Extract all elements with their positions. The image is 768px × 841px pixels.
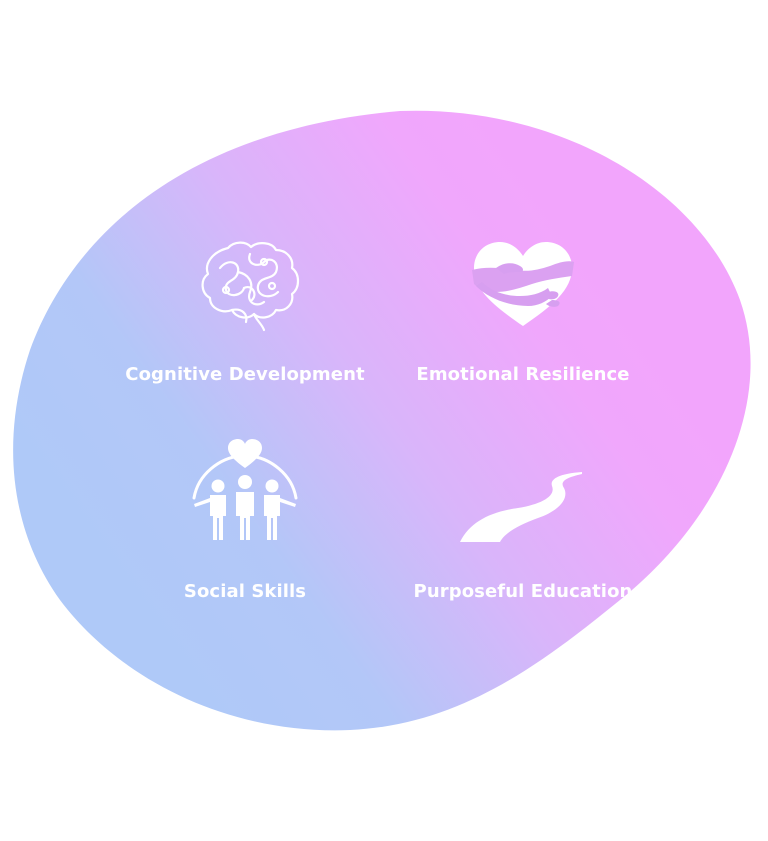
feature-label-emotional-resilience: Emotional Resilience (416, 364, 630, 385)
feature-label-cognitive-development: Cognitive Development (125, 364, 365, 385)
family-heart-icon (192, 439, 298, 540)
path-icon (460, 472, 582, 542)
feature-label-social-skills: Social Skills (183, 581, 307, 602)
feature-label-purposeful-education: Purposeful Education (413, 581, 633, 602)
brain-icon (201, 241, 300, 332)
heart-hug-icon (472, 242, 574, 326)
